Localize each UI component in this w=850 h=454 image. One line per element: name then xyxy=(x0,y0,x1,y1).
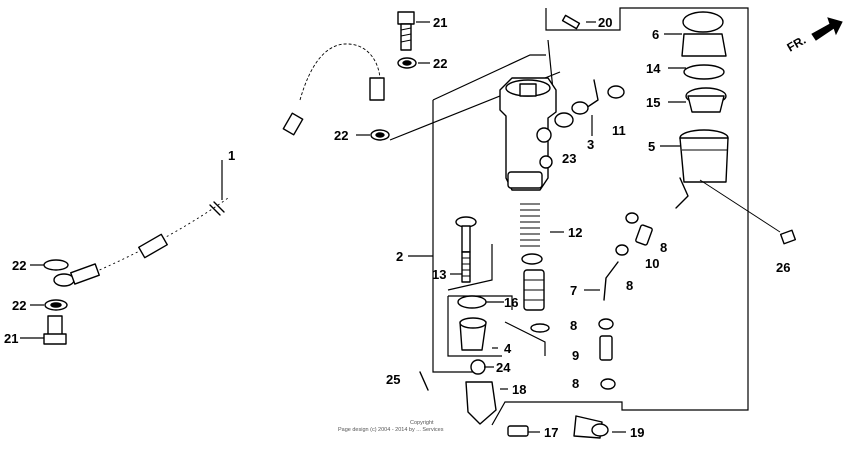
label-part-14: 14 xyxy=(646,61,661,76)
front-direction-indicator: FR. xyxy=(785,17,843,55)
label-part-19: 19 xyxy=(630,425,644,440)
label-part-20: 20 xyxy=(598,15,612,30)
front-arrow-icon xyxy=(811,17,843,41)
copyright-notice: Copyright Page design (c) 2004 - 2014 by… xyxy=(338,420,444,433)
label-part-17: 17 xyxy=(544,425,558,440)
label-part-12: 12 xyxy=(568,225,582,240)
label-part-5: 5 xyxy=(648,139,655,154)
label-part-8b: 8 xyxy=(626,278,633,293)
left-fasteners xyxy=(43,11,417,345)
label-part-8a: 8 xyxy=(660,240,667,255)
label-part-18: 18 xyxy=(512,382,526,397)
label-part-13: 13 xyxy=(432,267,446,282)
label-part-6: 6 xyxy=(652,27,659,42)
copyright-line-1: Copyright xyxy=(410,420,434,426)
label-part-22c: 22 xyxy=(12,258,26,273)
fittings xyxy=(554,14,653,390)
label-part-8d: 8 xyxy=(572,376,579,391)
label-part-8c: 8 xyxy=(570,318,577,333)
spring-assembly xyxy=(520,203,550,333)
label-part-23: 23 xyxy=(562,151,576,166)
label-part-22a: 22 xyxy=(433,56,447,71)
label-part-11: 11 xyxy=(612,123,626,138)
label-part-3: 3 xyxy=(587,137,594,152)
label-part-15: 15 xyxy=(646,95,660,110)
label-part-4: 4 xyxy=(504,341,512,356)
label-part-7: 7 xyxy=(570,283,577,298)
label-part-24: 24 xyxy=(496,360,511,375)
front-label: FR. xyxy=(785,33,809,55)
label-part-1: 1 xyxy=(228,148,235,163)
label-part-10: 10 xyxy=(645,256,659,271)
label-part-22b: 22 xyxy=(334,128,348,143)
label-part-9: 9 xyxy=(572,348,579,363)
leader-lines xyxy=(20,21,686,433)
brake-hose xyxy=(53,36,389,287)
part-labels: 1 2 3 4 5 6 7 8 8 8 8 9 10 11 12 13 14 1… xyxy=(4,15,790,440)
pushrod-assembly xyxy=(419,216,609,439)
label-part-22d: 22 xyxy=(12,298,26,313)
master-cylinder-body xyxy=(499,77,557,191)
label-part-26: 26 xyxy=(776,260,790,275)
label-part-16: 16 xyxy=(504,295,518,310)
copyright-line-2: Page design (c) 2004 - 2014 by ... Servi… xyxy=(338,427,444,433)
reservoir-assembly xyxy=(675,11,797,245)
label-part-2: 2 xyxy=(396,249,403,264)
label-part-21b: 21 xyxy=(4,331,18,346)
label-part-21a: 21 xyxy=(433,15,447,30)
label-part-25: 25 xyxy=(386,372,400,387)
